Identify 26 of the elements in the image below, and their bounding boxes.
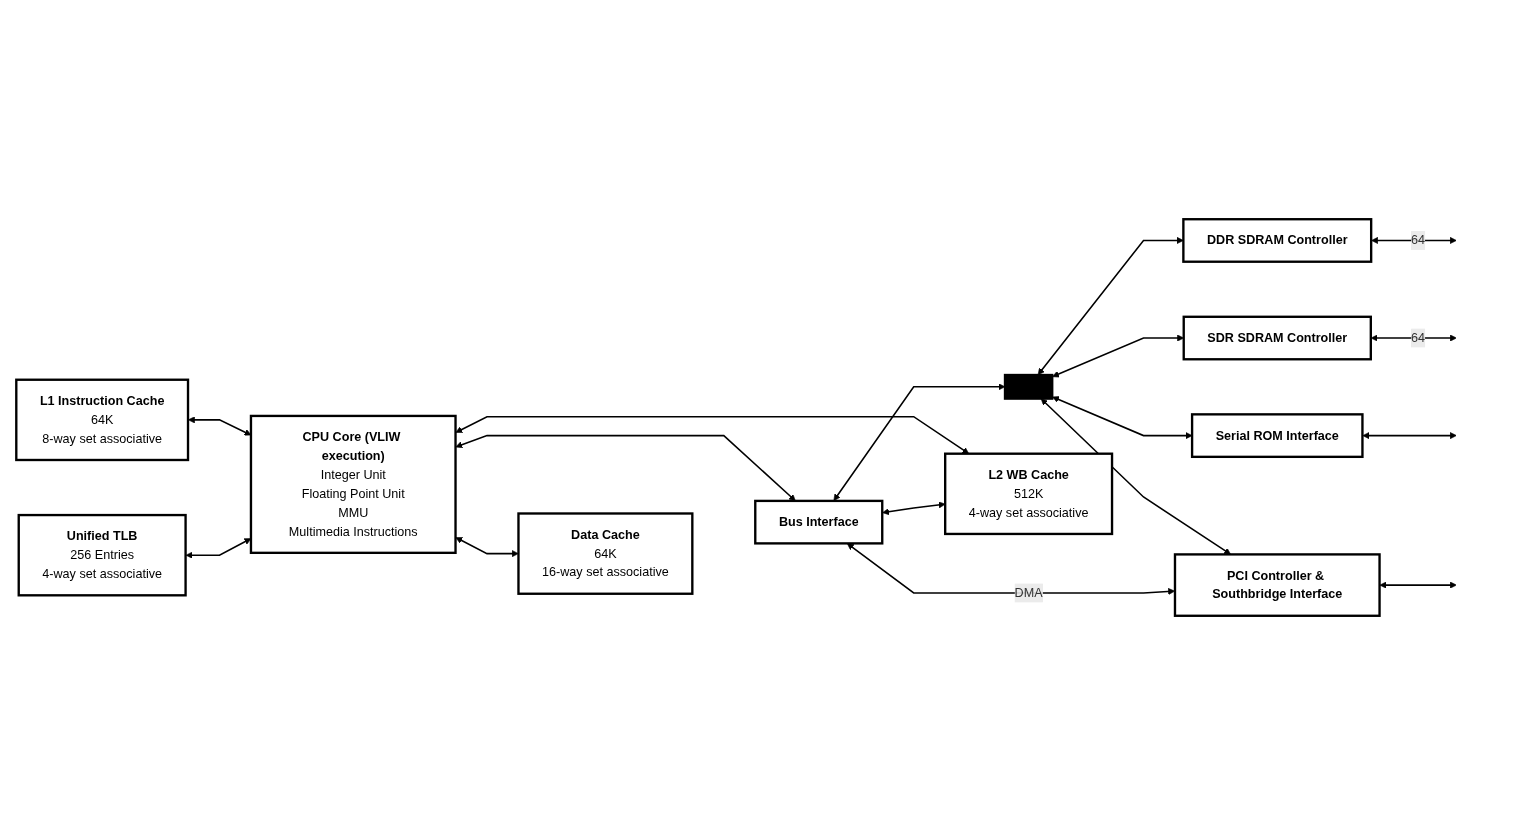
arrow <box>455 415 970 454</box>
arrow <box>833 383 1006 501</box>
edge-label: 64 <box>1411 330 1426 345</box>
arrow <box>1371 237 1457 244</box>
node-box: DDR SDRAM Controller <box>1182 218 1373 263</box>
arrow <box>1362 432 1457 440</box>
node-box: L1 Instruction Cache 64K 8-way set associative <box>15 378 190 462</box>
arrow <box>1379 581 1457 589</box>
node-box: Bus Interface <box>754 499 884 545</box>
edge-label: 64 <box>1411 233 1426 247</box>
node-box: Serial ROM Interface <box>1190 413 1364 458</box>
arrow <box>846 543 1175 595</box>
arrow <box>1040 398 1231 555</box>
node-box: Data Cache 64K 16-way set associative <box>517 512 694 595</box>
arrow <box>455 537 519 558</box>
node-box: L2 WB Cache 512K 4-way set associative <box>944 452 1114 536</box>
arrow <box>1052 396 1193 440</box>
node-box: Unified TLB 256 Entries 4-way set associative <box>17 513 187 597</box>
edge-label: DMA <box>1014 585 1043 600</box>
arrow <box>1037 237 1184 376</box>
node-box: CPU Core (VLIW execution) Integer Unit Floating Point Unit MMU Multimedia Instructions <box>249 414 457 554</box>
node-box: SDR SDRAM Controller <box>1182 315 1372 361</box>
node-bar <box>1003 373 1054 400</box>
arrow <box>1370 334 1457 342</box>
arrow <box>882 501 946 516</box>
node-box: PCI Controller & Southbridge Interface <box>1173 553 1381 617</box>
